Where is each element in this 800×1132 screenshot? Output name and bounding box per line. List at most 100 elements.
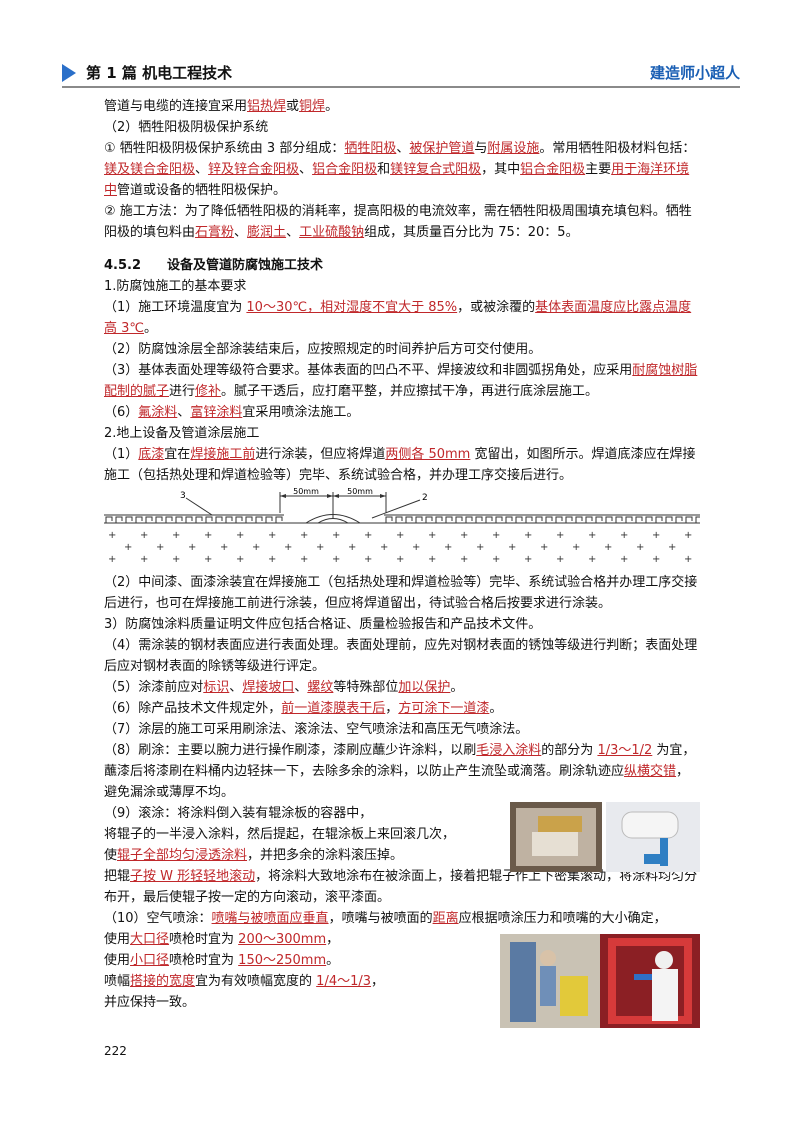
base-metal-mark: +: [524, 554, 532, 565]
paragraph: （1）施工环境温度宜为 10～30℃，相对湿度不宜大于 85%，或被涂覆的基体表…: [104, 300, 692, 336]
base-metal-mark: +: [652, 554, 660, 565]
callout-leader-3: [185, 497, 213, 516]
paragraph: 3）防腐蚀涂料质量证明文件应包括合格证、质量检验报告和产品技术文件。: [104, 617, 542, 632]
coating-hatch-mark: [485, 516, 493, 523]
coating-hatch-mark: [235, 516, 243, 523]
coating-hatch-mark: [185, 516, 193, 523]
arrow-icon: [280, 494, 286, 498]
paragraph: （10）空气喷涂：喷嘴与被喷面应垂直，喷嘴与被喷面的距离应根据喷涂压力和喷嘴的大…: [104, 911, 667, 926]
base-metal-mark: +: [252, 542, 260, 553]
callout-leader-2: [371, 499, 421, 519]
base-metal-mark: +: [204, 530, 212, 541]
paragraph: （6）除产品技术文件规定外，前一道漆膜表干后，方可涂下一道漆。: [104, 701, 503, 716]
base-metal-mark: +: [300, 530, 308, 541]
base-metal-mark: +: [524, 530, 532, 541]
coating-hatch-mark: [245, 516, 253, 523]
base-metal-mark: +: [108, 554, 116, 565]
base-metal-mark: +: [268, 530, 276, 541]
coating-hatch-mark: [695, 516, 703, 523]
brush-icon: [538, 816, 582, 832]
paragraph: 使辊子全部均匀浸透涂料，并把多余的涂料滚压掉。: [104, 848, 404, 863]
base-metal-mark: +: [492, 554, 500, 565]
coating-hatch-mark: [595, 516, 603, 523]
coating-hatch-mark: [665, 516, 673, 523]
coating-hatch-mark: [525, 516, 533, 523]
paragraph: 并应保持一致。: [104, 995, 196, 1010]
base-metal-mark: +: [588, 554, 596, 565]
coating-hatch-mark: [255, 516, 263, 523]
base-metal-mark: +: [412, 542, 420, 553]
paragraph: ② 施工方法：为了降低牺牲阳极的消耗率，提高阳极的电流效率，需在牺牲阳极周围填充…: [104, 204, 692, 240]
base-metal-mark: +: [684, 554, 692, 565]
paragraph: （2）牺牲阳极阴极保护系统: [104, 120, 269, 135]
base-metal-mark: +: [428, 554, 436, 565]
paragraph: 把辊子按 W 形轻轻地滚动，将涂料大致地涂布在被涂面上，接着把辊子作上下密集滚动…: [104, 869, 698, 905]
base-metal-mark: +: [332, 554, 340, 565]
coating-hatch-mark: [455, 516, 463, 523]
base-metal-mark: +: [492, 530, 500, 541]
paint-roller-icon: [621, 811, 679, 839]
paragraph: （4）需涂装的钢材表面应进行表面处理。表面处理前，应先对钢材表面的锈蚀等级进行判…: [104, 638, 698, 674]
coating-hatch-mark: [605, 516, 613, 523]
coating-hatch-mark: [625, 516, 633, 523]
coating-hatch-mark: [385, 516, 393, 523]
paragraph: （1）底漆宜在焊接施工前进行涂装，但应将焊道两侧各 50mm 宽留出，如图所示。…: [104, 447, 696, 483]
base-metal-mark: +: [124, 542, 132, 553]
base-metal-mark: +: [332, 530, 340, 541]
base-metal-mark: +: [380, 542, 388, 553]
base-metal-mark: +: [204, 554, 212, 565]
paragraph: （3）基体表面处理等级符合要求。基体表面的凹凸不平、焊接波纹和非圆弧拐角处，应采…: [104, 363, 698, 399]
paragraph: （8）刷涂：主要以腕力进行操作刷漆，漆刷应蘸少许涂料，以刷毛浸入涂料的部分为 1…: [104, 743, 696, 800]
coating-hatch-mark: [105, 516, 113, 523]
paragraph: 使用小口径喷枪时宜为 150～250mm。: [104, 953, 340, 968]
base-metal-mark: +: [316, 542, 324, 553]
coating-hatch-mark: [685, 516, 693, 523]
base-metal-pattern: ++++++++++++++++++++++++++++++++++++++++…: [108, 530, 692, 565]
base-metal-mark: +: [188, 542, 196, 553]
coating-hatch-mark: [425, 516, 433, 523]
paragraph: 将辊子的一半浸入涂料，然后提起，在辊涂板上来回滚几次，: [104, 827, 456, 842]
coating-hatch-mark: [175, 516, 183, 523]
coating-hatch: [105, 516, 703, 523]
section-heading: 4.5.2 设备及管道防腐蚀施工技术: [104, 258, 324, 273]
coating-hatch-mark: [655, 516, 663, 523]
dimension-label-right: 50mm: [347, 488, 373, 496]
weld-seam-figure: ++++++++++++++++++++++++++++++++++++++++…: [104, 487, 703, 565]
coating-hatch-mark: [145, 516, 153, 523]
base-metal-mark: +: [268, 554, 276, 565]
base-metal-mark: +: [300, 554, 308, 565]
coating-hatch-mark: [515, 516, 523, 523]
base-metal-mark: +: [364, 554, 372, 565]
base-metal-mark: +: [220, 542, 228, 553]
painter-icon: [652, 969, 678, 1021]
base-metal-mark: +: [556, 554, 564, 565]
coating-hatch-mark: [165, 516, 173, 523]
base-metal-mark: +: [684, 530, 692, 541]
coating-hatch-mark: [275, 516, 283, 523]
base-metal-mark: +: [540, 542, 548, 553]
page-content: 管道与电缆的连接宜采用铝热焊或铜焊。 （2）牺牲阳极阴极保护系统 ① 牺牲阳极阴…: [104, 96, 703, 1028]
base-metal-mark: +: [508, 542, 516, 553]
paragraph: （2）中间漆、面漆涂装宜在焊接施工（包括热处理和焊道检验等）完毕、系统试验合格并…: [104, 575, 698, 611]
page-header: 第 1 篇 机电工程技术 建造师小超人: [62, 60, 740, 88]
coating-hatch-mark: [555, 516, 563, 523]
coating-hatch-mark: [135, 516, 143, 523]
base-metal-mark: +: [236, 554, 244, 565]
base-metal-mark: +: [172, 530, 180, 541]
callout-label-2: 2: [422, 493, 428, 503]
base-metal-mark: +: [588, 530, 596, 541]
coating-hatch-mark: [405, 516, 413, 523]
page-number: 222: [104, 1044, 127, 1058]
chapter-title: 第 1 篇 机电工程技术: [86, 64, 233, 82]
spray-gun-icon: [634, 974, 652, 980]
base-metal-mark: +: [572, 542, 580, 553]
spray-painting-photo: [500, 934, 700, 1028]
coating-hatch-mark: [215, 516, 223, 523]
base-metal-mark: +: [108, 530, 116, 541]
base-metal-mark: +: [348, 542, 356, 553]
base-metal-mark: +: [428, 530, 436, 541]
base-metal-mark: +: [556, 530, 564, 541]
subheading: 1.防腐蚀施工的基本要求: [104, 279, 247, 294]
base-metal-mark: +: [636, 542, 644, 553]
coating-hatch-mark: [445, 516, 453, 523]
